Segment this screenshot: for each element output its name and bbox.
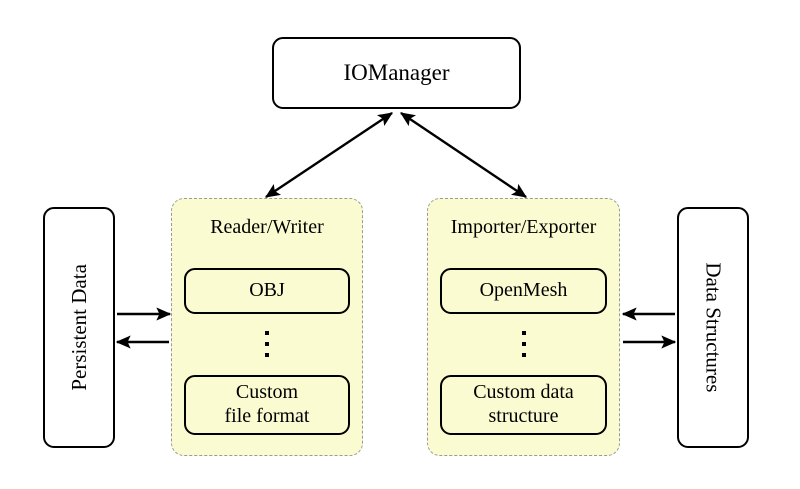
component-custom-data-structure-line2: structure [488,405,559,427]
component-custom-data-structure-line1: Custom data [473,381,574,404]
component-custom-file-format-label: Custom file format [225,381,310,428]
panel-reader-writer[interactable]: Reader/Writer OBJ Custom file format [171,198,363,456]
reader-writer-ellipsis-icon [172,331,362,357]
data-structures-box[interactable]: Data Structures [677,207,749,448]
component-custom-file-format[interactable]: Custom file format [184,375,350,435]
component-openmesh[interactable]: OpenMesh [440,268,607,314]
panel-importer-exporter[interactable]: Importer/Exporter OpenMesh Custom data s… [427,198,620,456]
component-custom-file-format-line1: Custom [235,381,299,404]
persistent-data-box[interactable]: Persistent Data [43,207,115,448]
component-obj[interactable]: OBJ [184,268,350,314]
panel-reader-writer-title: Reader/Writer [210,216,324,238]
component-custom-data-structure[interactable]: Custom data structure [440,375,607,435]
component-obj-label: OBJ [249,279,285,302]
persistent-data-label: Persistent Data [66,264,91,391]
io-manager-label: IOManager [343,60,450,86]
data-structures-label: Data Structures [701,262,726,393]
component-custom-data-structure-label: Custom data structure [473,381,574,428]
connector-manager-to-reader-writer [265,112,393,198]
connector-manager-to-importer-exporter [400,112,527,198]
io-manager-box[interactable]: IOManager [272,37,521,109]
component-openmesh-label: OpenMesh [479,279,568,302]
importer-exporter-ellipsis-icon [428,331,619,357]
component-custom-file-format-line2: file format [224,405,310,427]
panel-importer-exporter-title: Importer/Exporter [450,216,597,238]
